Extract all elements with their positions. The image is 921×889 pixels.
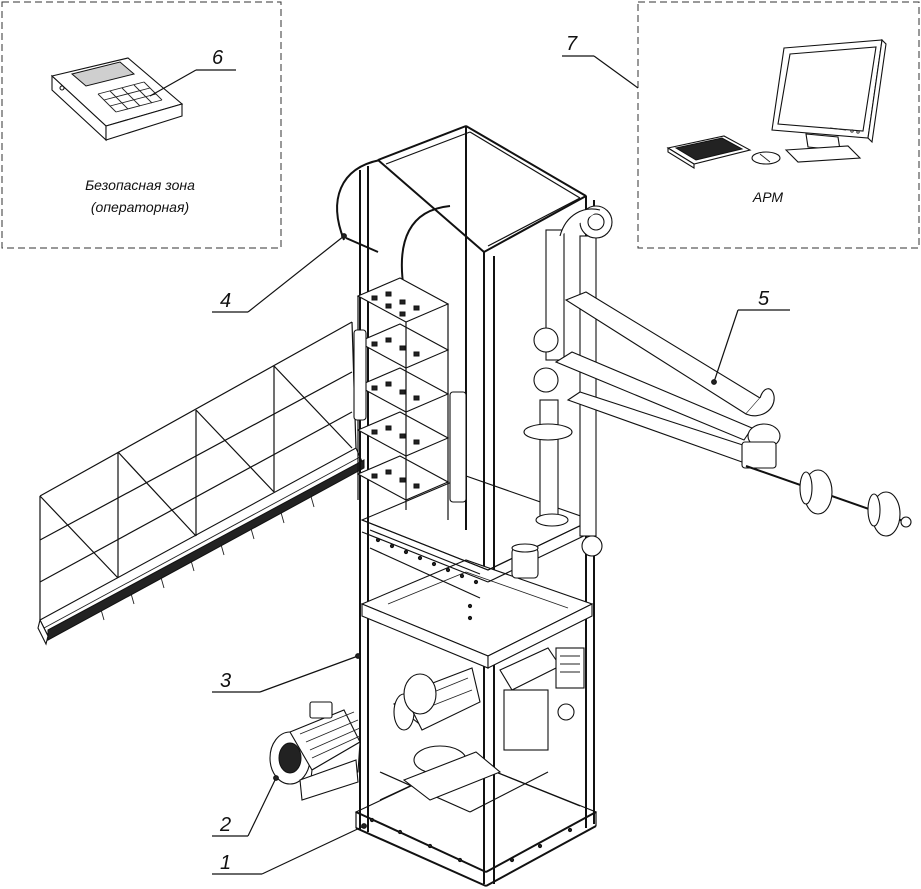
safe-zone-sublabel: (операторная) xyxy=(91,199,189,215)
callout-2: 2 xyxy=(219,814,231,836)
callout-5: 5 xyxy=(758,288,770,310)
callout-1: 1 xyxy=(220,852,231,874)
gangway-ramp xyxy=(37,321,365,646)
safe-zone-label: Безопасная зона xyxy=(85,177,195,193)
stair-platform xyxy=(336,159,467,520)
leader-dots xyxy=(273,233,717,829)
callout-7: 7 xyxy=(566,33,578,55)
workstation-computer-icon xyxy=(666,38,887,169)
callout-6: 6 xyxy=(212,47,224,69)
loading-arm xyxy=(511,205,912,579)
leader-lines xyxy=(149,55,790,875)
callout-3: 3 xyxy=(220,670,231,692)
control-terminal-icon xyxy=(50,57,184,142)
workstation-zone-box xyxy=(637,1,920,249)
callout-4: 4 xyxy=(220,290,231,312)
workstation-label: АРМ xyxy=(752,189,784,205)
safe-zone-box xyxy=(1,1,282,249)
pump-unit xyxy=(269,647,585,801)
tower-frame xyxy=(354,125,598,887)
